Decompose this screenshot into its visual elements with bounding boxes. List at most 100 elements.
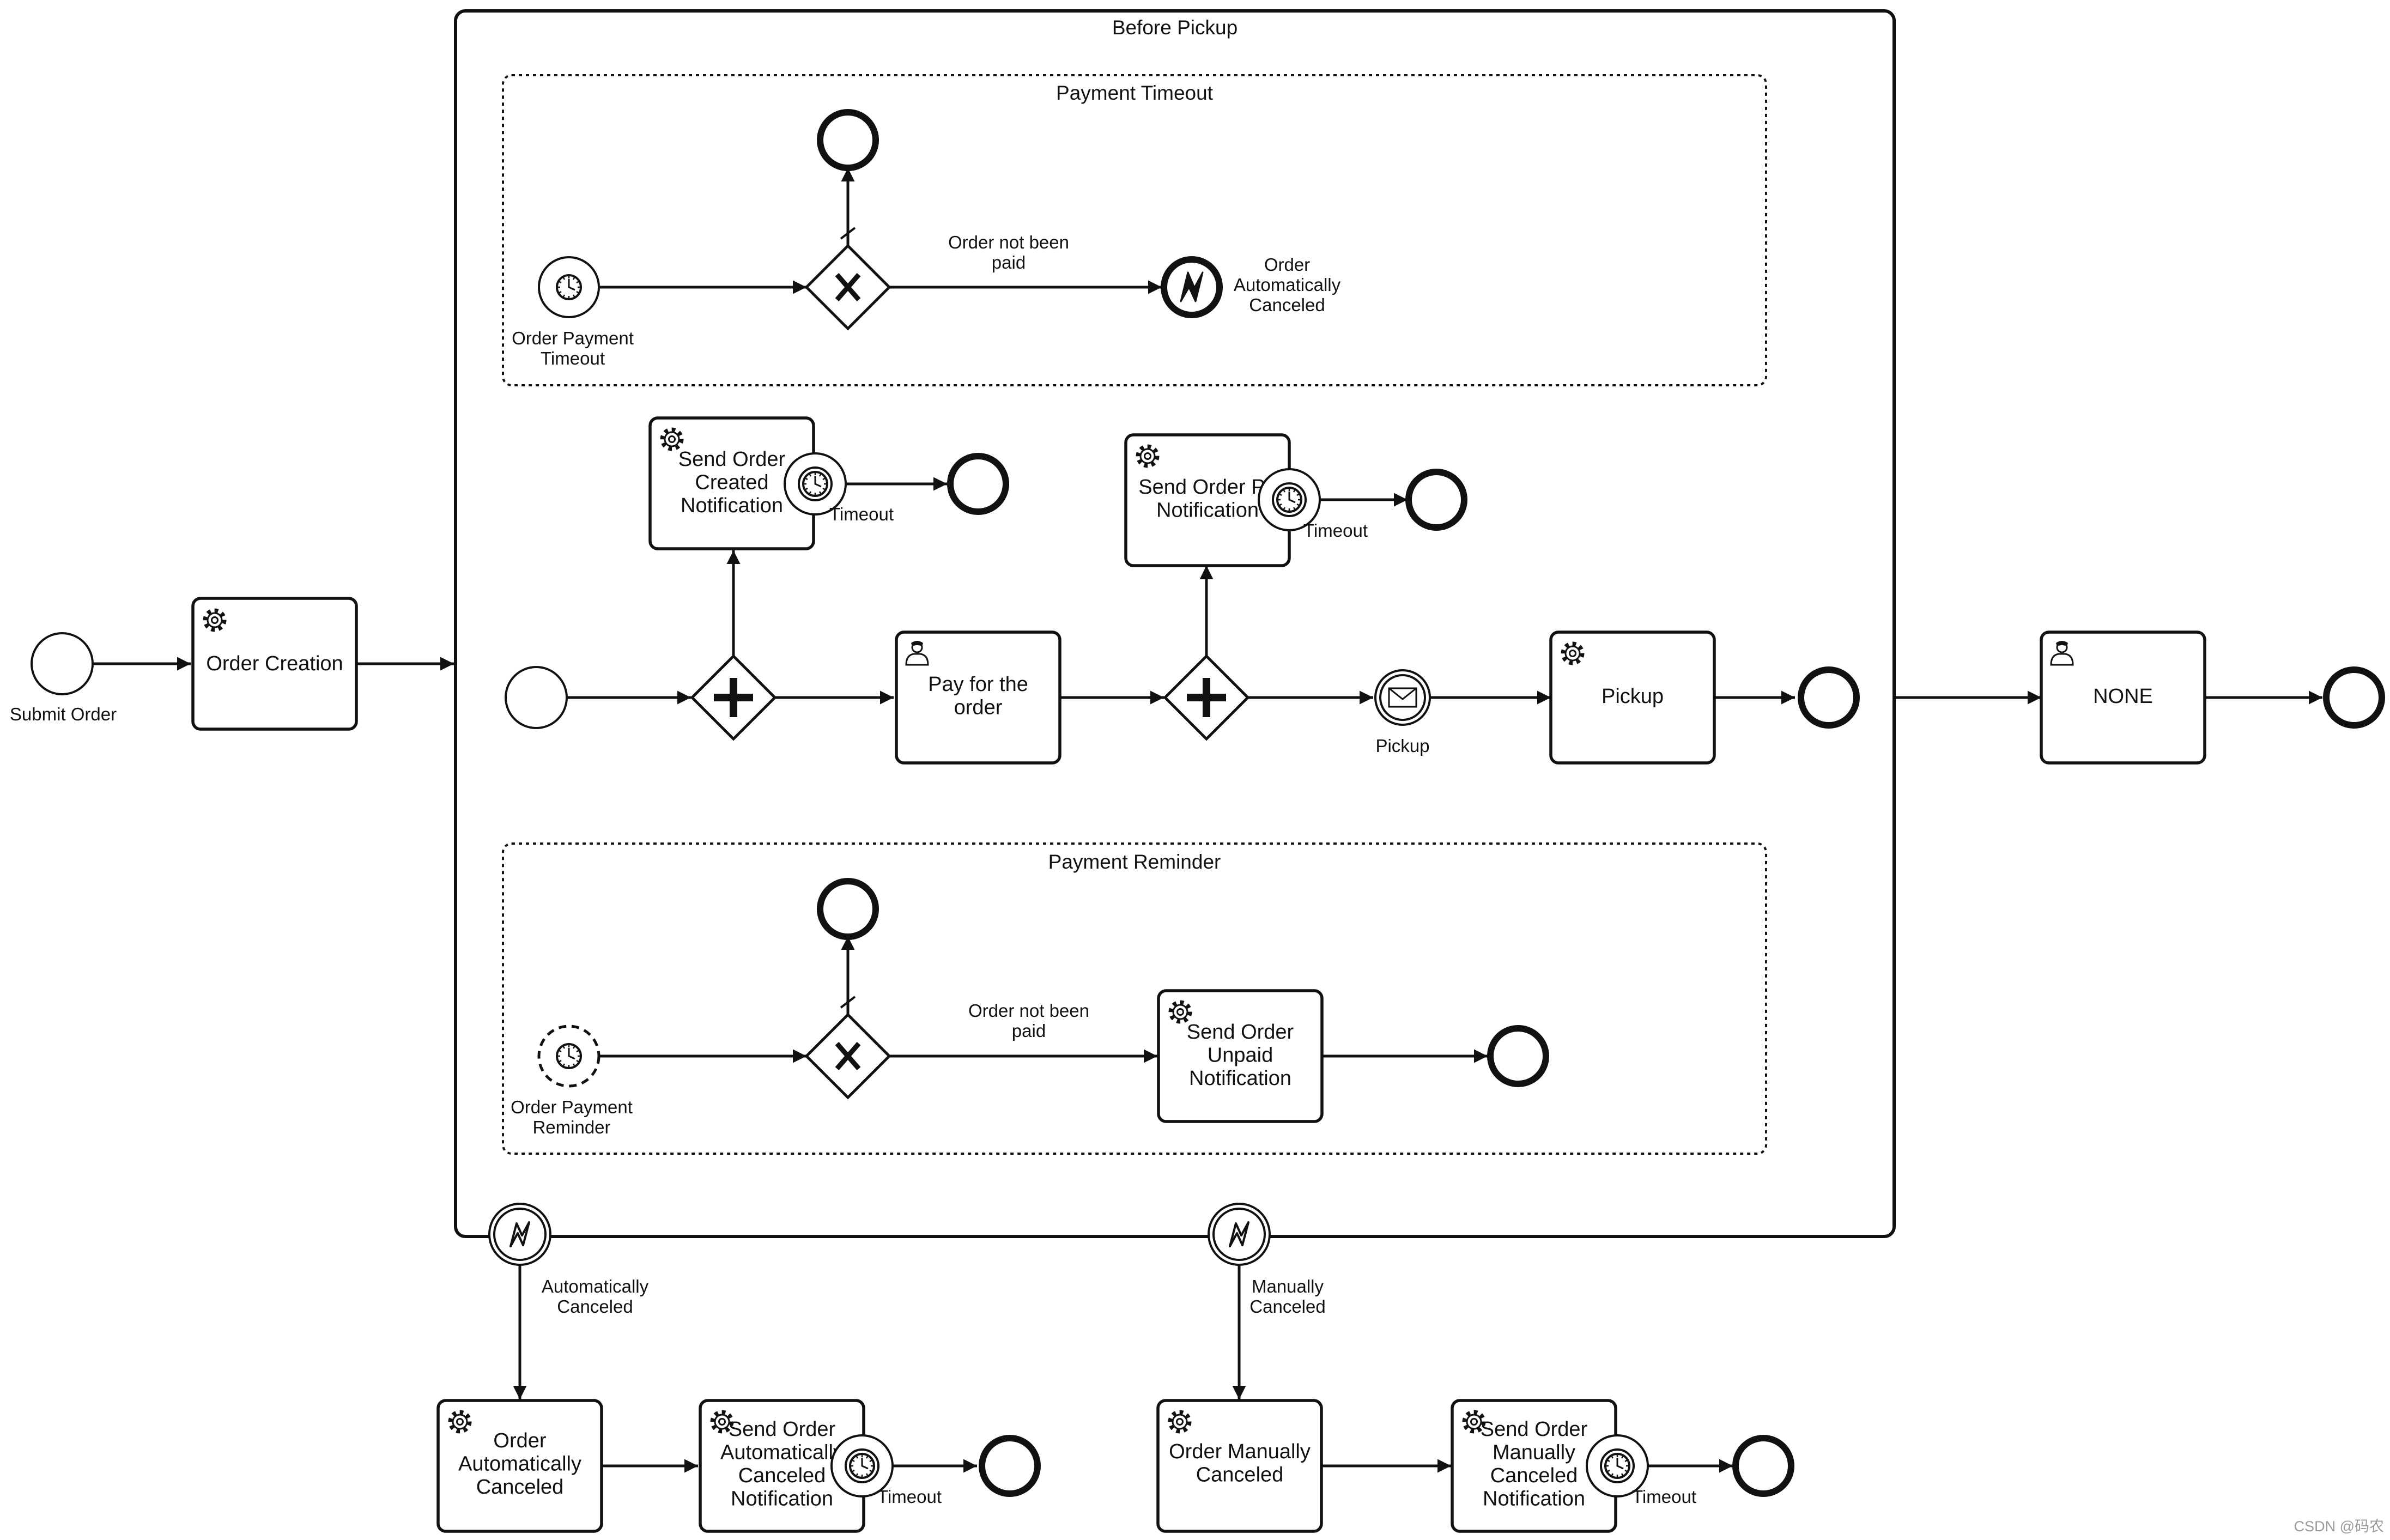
end-event-created-notification[interactable] [947,453,1009,515]
x-icon [835,1042,861,1070]
order-payment-reminder-timer-start[interactable] [537,1024,600,1088]
end-event-final[interactable] [2323,666,2385,729]
none-label: NONE [2093,685,2153,708]
pickup-message-catch-event[interactable] [1374,669,1431,726]
text-line: Automatically [720,1441,844,1464]
order-creation-task[interactable]: Order Creation [191,597,358,731]
text-line: Send Order [729,1418,836,1441]
text-line: Notification [1483,1488,1585,1511]
parallel-gateway-after-payment[interactable] [1163,654,1250,741]
text-line: Order [493,1429,546,1452]
exclusive-gateway-payment-timeout[interactable] [804,244,891,331]
sequence-flows [94,168,2322,1473]
text-line: Automatically [542,1276,649,1296]
end-event-after-pickup[interactable] [1798,666,1860,729]
text-line: Send Order [678,448,786,471]
text-line: Manually [1252,1276,1324,1296]
text-line: Canceled [557,1296,633,1317]
text-line: Canceled [1249,295,1325,315]
end-event-manual-canceled-notification[interactable] [1732,1435,1794,1497]
text-line: Notification [1156,499,1259,522]
order-creation-label: Order Creation [206,652,343,675]
clock-icon [845,1448,879,1483]
pickup-label: Pickup [1602,685,1664,708]
text-line: Canceled [1196,1464,1284,1487]
submit-order-label: Submit Order [10,704,117,724]
text-line: Order Manually [1169,1440,1311,1463]
timeout-label-1: Timeout [829,504,894,524]
payment-timeout-event-subprocess[interactable] [502,74,1767,386]
exclusive-gateway-payment-reminder[interactable] [804,1012,891,1100]
timeout-label-4: Timeout [1632,1487,1696,1507]
text-line: Automatically [458,1453,581,1476]
parallel-gateway-split[interactable] [690,654,777,741]
clock-icon [556,1043,582,1069]
order-automatically-canceled-error-end[interactable] [1161,256,1223,318]
lightning-icon [1180,271,1204,302]
none-task[interactable]: NONE [2040,630,2206,765]
order-payment-timeout-timer-start[interactable] [538,256,600,318]
x-icon [835,273,861,301]
payment-reminder-title: Payment Reminder [1048,851,1221,873]
payment-timeout-title: Payment Timeout [1056,82,1214,104]
text-line: Manually [1493,1441,1575,1464]
text-line: Notification [681,494,783,517]
before-pickup-subprocess[interactable] [454,9,1896,1238]
timeout-boundary-event-1[interactable] [784,452,847,516]
clock-icon [556,274,582,300]
text-line: order [954,696,1003,719]
end-event-payment-timeout[interactable] [817,109,879,171]
text-line: Order not been [968,1001,1089,1021]
text-line: Timeout [541,348,605,368]
manually-canceled-error-boundary[interactable] [1208,1203,1271,1266]
text-line: Canceled [1490,1464,1578,1487]
timeout-boundary-event-3[interactable] [830,1434,894,1497]
end-event-auto-canceled-notification[interactable] [979,1435,1041,1497]
end-event-payment-reminder[interactable] [817,878,879,940]
text-line: Notification [731,1488,833,1511]
timeout-label-2: Timeout [1303,520,1368,541]
text-line: Reminder [532,1117,610,1137]
text-line: Created [695,471,768,494]
text-line: Pay for the [928,673,1028,696]
text-line: Unpaid [1208,1044,1273,1067]
pickup-event-label: Pickup [1375,736,1429,756]
end-event-paid-notification[interactable] [1405,469,1467,531]
text-line: paid [1012,1021,1046,1041]
timeout-label-3: Timeout [877,1487,942,1507]
text-line: Canceled [476,1476,564,1499]
main-start-event[interactable] [505,666,568,729]
payment-reminder-event-subprocess[interactable] [502,842,1767,1155]
text-line: Automatically [1234,275,1341,295]
end-event-unpaid-notification[interactable] [1487,1025,1549,1087]
submit-order-start-event[interactable] [31,632,94,695]
envelope-icon [1388,687,1417,708]
clock-icon [1272,482,1307,517]
timeout-boundary-event-2[interactable] [1258,468,1321,531]
automatically-canceled-error-boundary[interactable] [488,1203,551,1266]
text-line: Order not been [948,232,1069,252]
timeout-boundary-event-4[interactable] [1586,1434,1649,1497]
clock-icon [798,466,833,501]
text-line: Notification [1189,1067,1291,1090]
clock-icon [1600,1448,1635,1483]
pickup-task[interactable]: Pickup [1549,630,1716,765]
